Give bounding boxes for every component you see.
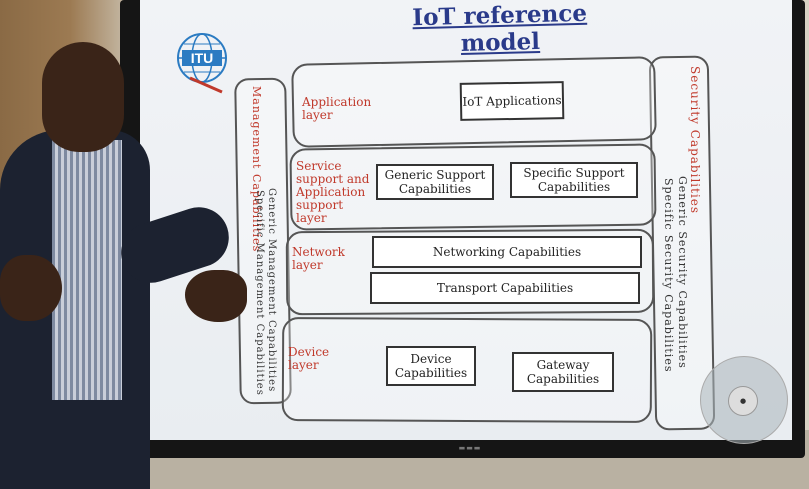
specific-support-capabilities-box: Specific Support Capabilities xyxy=(510,162,638,198)
generic-security-text: Generic Security Capabilities xyxy=(676,176,689,369)
wheel-menu-icon[interactable] xyxy=(700,356,788,444)
iot-applications-box: IoT Applications xyxy=(459,81,565,121)
itu-globe-icon: ITU xyxy=(176,28,228,94)
device-layer-label: Device layer xyxy=(288,345,330,372)
logo-text: ITU xyxy=(191,50,214,66)
application-layer-label: Application layer xyxy=(302,95,372,122)
device-capabilities-box: Device Capabilities xyxy=(386,346,476,386)
presenter-head xyxy=(42,42,124,152)
specific-security-text: Specific Security Capabilities xyxy=(662,178,675,373)
gateway-capabilities-box: Gateway Capabilities xyxy=(512,352,614,392)
specific-management-text: Specific Management Capabilities xyxy=(254,190,265,396)
monitor-brand: ▬▬▬ xyxy=(458,444,482,452)
slide-title: IoT reference model xyxy=(412,0,588,58)
generic-management-text: Generic Management Capabilities xyxy=(266,188,277,393)
presenter-right-hand xyxy=(185,270,247,322)
presenter-shirt xyxy=(52,140,122,400)
management-title: Management Capabilities xyxy=(250,86,263,253)
presenter-left-hand xyxy=(0,255,62,321)
network-layer-label: Network layer xyxy=(292,245,345,272)
security-title: Security Capabilities xyxy=(688,66,702,215)
generic-support-capabilities-box: Generic Support Capabilities xyxy=(376,164,494,200)
networking-capabilities-box: Networking Capabilities xyxy=(372,236,642,268)
service-support-layer-label: Service support and Application support … xyxy=(296,159,370,225)
transport-capabilities-box: Transport Capabilities xyxy=(370,272,640,304)
wheel-center-button[interactable]: ● xyxy=(728,386,758,416)
